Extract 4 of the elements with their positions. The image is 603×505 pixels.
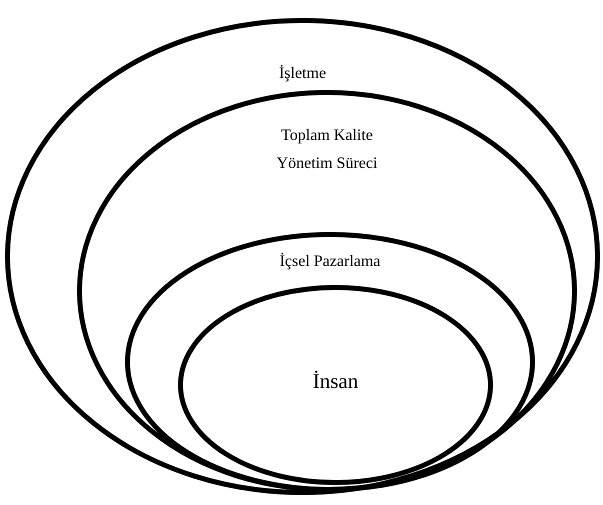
ellipse-label: İçsel Pazarlama xyxy=(280,252,380,272)
ellipse-label: İnsan xyxy=(312,368,358,395)
ellipse-label: Toplam Kalite Yönetim Süreci xyxy=(276,126,378,174)
ellipse-label: İşletme xyxy=(278,64,326,84)
